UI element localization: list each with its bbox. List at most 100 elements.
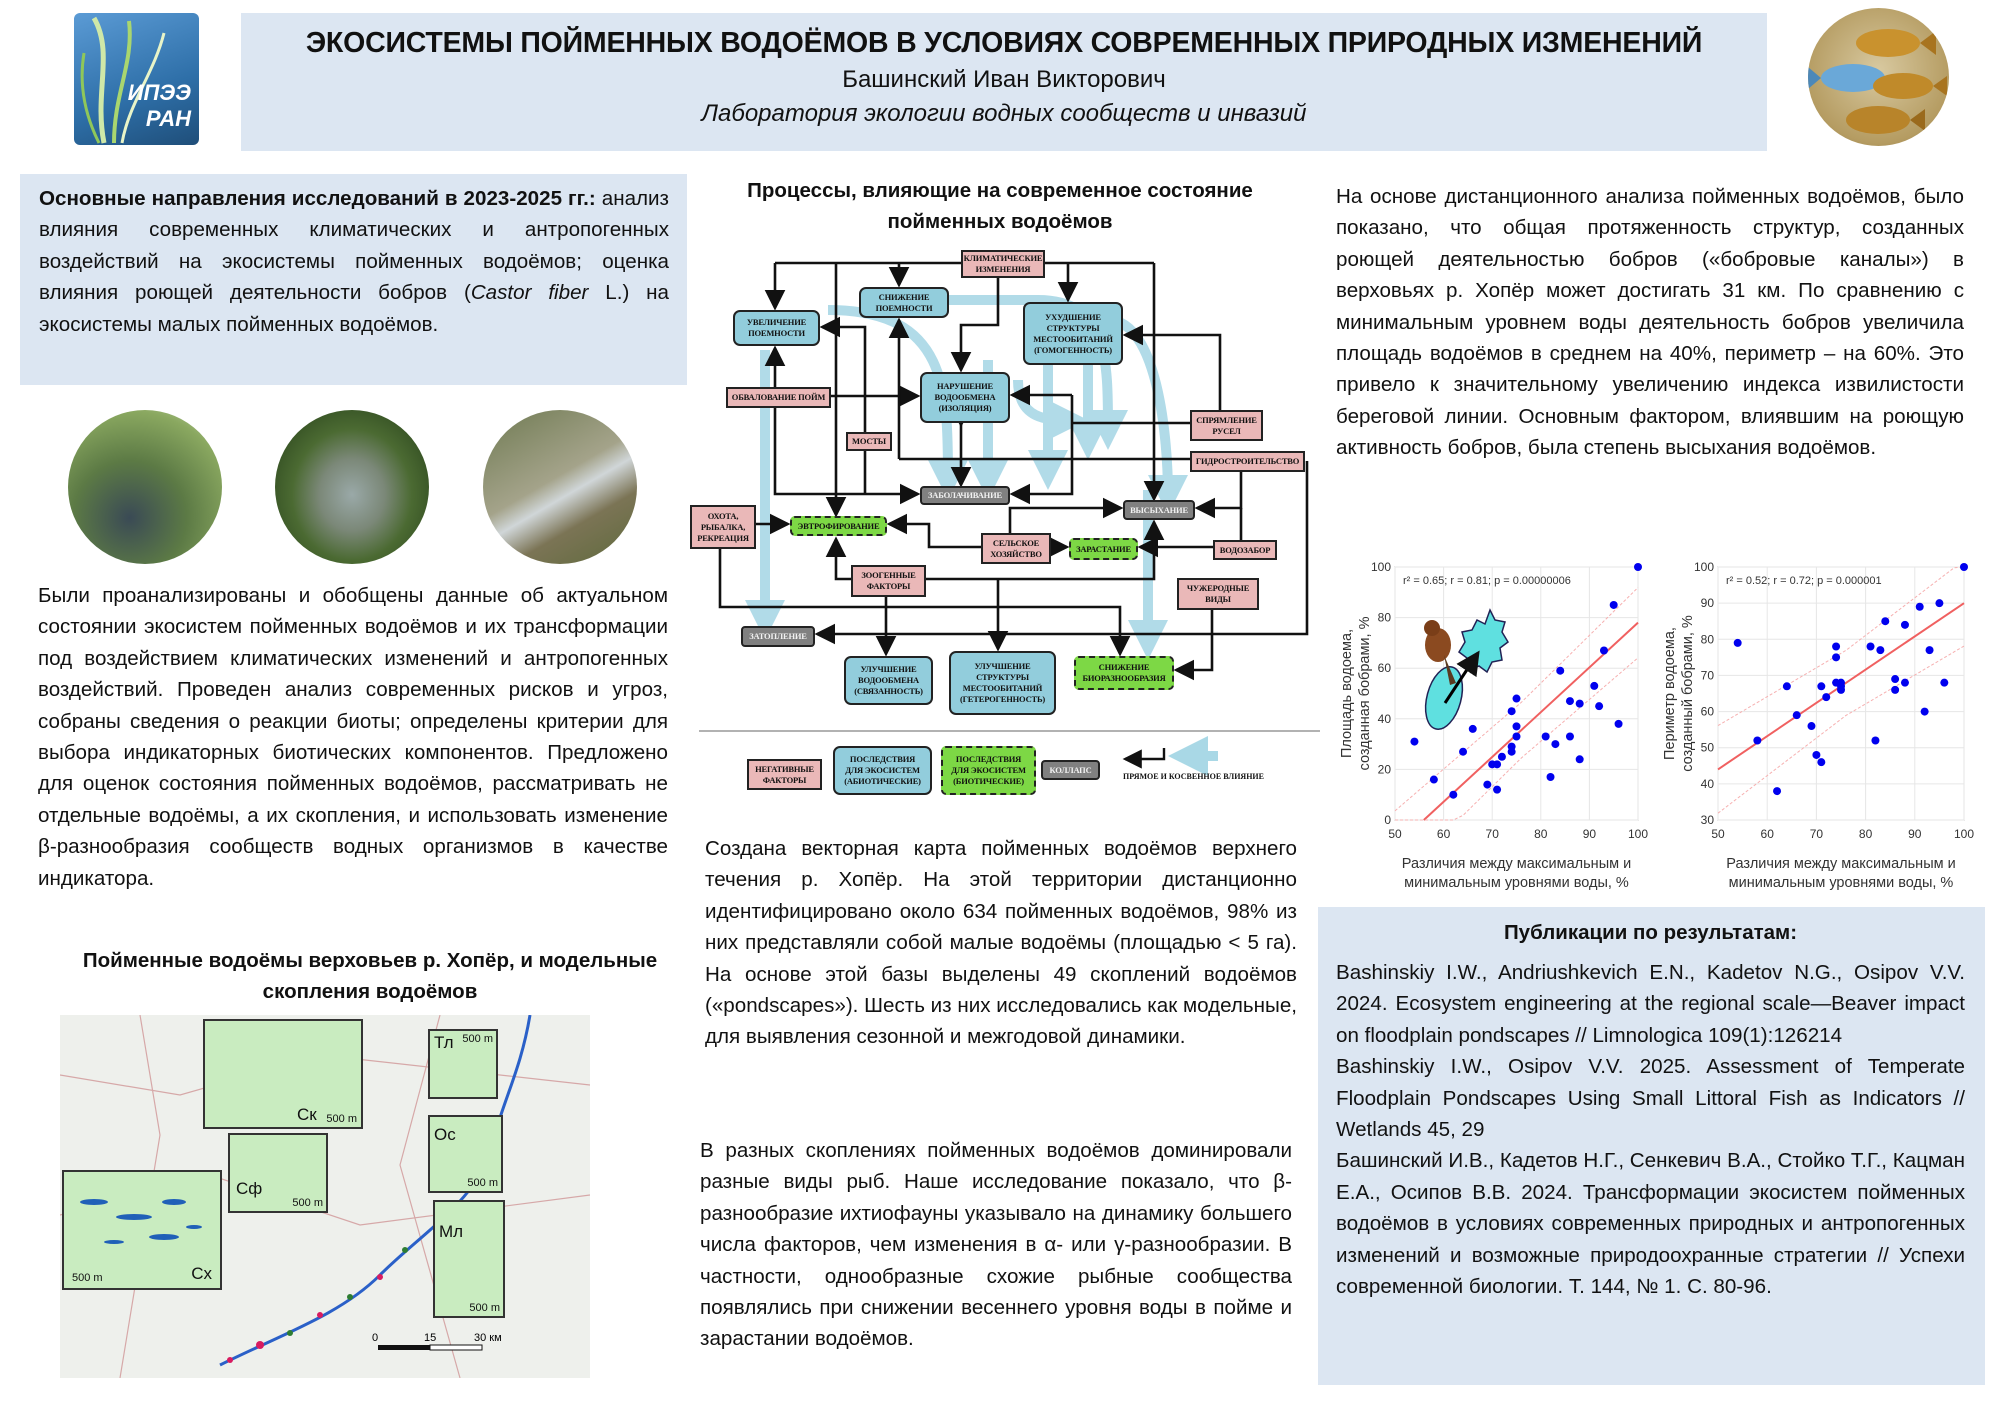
data-point — [1817, 682, 1826, 691]
data-point — [1822, 693, 1831, 702]
data-point — [1634, 563, 1642, 571]
node-bridges: МОСТЫ — [846, 432, 892, 451]
data-point — [1609, 600, 1618, 609]
data-point — [1891, 675, 1900, 684]
diagram-connectors — [699, 261, 1320, 776]
data-point — [1773, 787, 1782, 796]
author-name: Башинский Иван Викторович — [842, 66, 1166, 93]
y-tick-label: 70 — [1701, 668, 1715, 682]
data-point — [1590, 681, 1599, 690]
x-tick-label: 90 — [1583, 827, 1597, 841]
node-hunting-fishing-recreation: ОХОТА, РЫБАЛКА, РЕКРЕАЦИЯ — [690, 505, 756, 549]
node-eutrophication: ЭВТРОФИРОВАНИЕ — [790, 516, 887, 536]
logo-text: РАН — [145, 106, 191, 131]
legend-influence-label: ПРЯМОЕ И КОСВЕННОЕ ВЛИЯНИЕ — [1123, 772, 1264, 781]
publication-item: Bashinskiy I.W., Andriushkevich E.N., Ka… — [1336, 961, 1965, 1047]
node-zoogenic-factors: ЗООГЕННЫЕ ФАКТОРЫ — [851, 565, 926, 597]
x-axis-label: минимальным уровнями воды, % — [1404, 875, 1629, 890]
data-point — [1551, 740, 1560, 749]
node-floodplain-embankment: ОБВАЛОВАНИЕ ПОЙМ — [726, 387, 831, 408]
fish-icon — [1808, 29, 1947, 134]
y-tick-label: 60 — [1378, 661, 1392, 675]
data-point — [1891, 685, 1900, 694]
y-tick-label: 20 — [1378, 762, 1392, 776]
legend-negative-factors: НЕГАТИВНЫЕ ФАКТОРЫ — [747, 759, 822, 790]
node-channel-straightening: СПРЯМЛЕНИЕ РУСЕЛ — [1190, 410, 1263, 441]
x-tick-label: 100 — [1628, 827, 1648, 841]
directions-text: L.) на экосистемы малых пойменных водоём… — [39, 281, 669, 336]
y-axis-label: Периметр водоема, — [1662, 627, 1678, 760]
y-tick-label: 80 — [1378, 611, 1392, 625]
legend-collapse: КОЛЛАПС — [1041, 760, 1100, 780]
data-point — [1832, 653, 1841, 662]
data-point — [1575, 699, 1584, 708]
data-point — [1733, 638, 1742, 647]
x-tick-label: 100 — [1954, 827, 1974, 841]
node-water-exchange-improvement: УЛУЧШЕНИЕ ВОДООБМЕНА (СВЯЗАННОСТЬ) — [844, 656, 933, 705]
data-point — [1410, 737, 1419, 746]
poster-header: ЭКОСИСТЕМЫ ПОЙМЕННЫХ ВОДОЁМОВ В УСЛОВИЯХ… — [241, 13, 1767, 151]
x-tick-label: 60 — [1761, 827, 1775, 841]
process-diagram: КЛИМАТИЧЕСКИЕ ИЗМЕНЕНИЯ СНИЖЕНИЕ ПОЕМНОС… — [688, 240, 1328, 810]
data-point — [1782, 682, 1791, 691]
field-photo-pond — [275, 410, 429, 564]
data-point — [1468, 724, 1477, 733]
y-tick-label: 100 — [1694, 560, 1714, 574]
data-point — [1507, 742, 1516, 751]
legend-abiotic-consequences: ПОСЛЕДСТВИЯ ДЛЯ ЭКОСИСТЕМ (АБИОТИЧЕСКИЕ) — [833, 746, 932, 795]
vector-map-paragraph: Создана векторная карта пойменных водоём… — [705, 837, 1297, 1049]
node-agriculture: СЕЛЬСКОЕ ХОЗЯЙСТВО — [981, 533, 1051, 564]
field-photo-researcher — [68, 410, 222, 564]
data-point — [1497, 752, 1506, 761]
fish-logo — [1808, 8, 1949, 146]
node-biodiversity-decrease: СНИЖЕНИЕ БИОРАЗНООБРАЗИЯ — [1074, 656, 1174, 690]
data-point — [1900, 678, 1909, 687]
data-point — [1595, 702, 1604, 711]
x-tick-label: 90 — [1908, 827, 1922, 841]
svg-text:15: 15 — [424, 1332, 436, 1344]
data-point — [1920, 707, 1929, 716]
data-point — [1546, 772, 1555, 781]
confidence-band — [1717, 645, 1965, 814]
field-photo-channel — [483, 410, 637, 564]
data-point — [1507, 707, 1516, 716]
node-climate-change: КЛИМАТИЧЕСКИЕ ИЗМЕНЕНИЯ — [961, 250, 1045, 278]
data-point — [1459, 747, 1468, 756]
data-point — [1915, 602, 1924, 611]
data-point — [1614, 719, 1623, 728]
node-overgrowth: ЗАРАСТАНИЕ — [1069, 538, 1138, 560]
data-point — [1449, 790, 1458, 799]
x-tick-label: 50 — [1388, 827, 1402, 841]
stats-annotation: r² = 0.65; r = 0.81; p = 0.00000006 — [1403, 575, 1571, 587]
data-point — [1512, 732, 1521, 741]
data-point — [1512, 722, 1521, 731]
map-title: Пойменные водоёмы верховьев р. Хопёр, и … — [82, 949, 658, 1003]
data-point — [1940, 678, 1949, 687]
data-point — [1512, 694, 1521, 703]
data-point — [1493, 785, 1502, 794]
reed-logo-icon — [80, 16, 166, 144]
data-point — [1565, 697, 1574, 706]
svg-text:0: 0 — [372, 1332, 378, 1344]
x-axis-label: минимальным уровнями воды, % — [1729, 875, 1954, 890]
data-point — [1541, 732, 1550, 741]
y-tick-label: 60 — [1701, 705, 1715, 719]
node-habitat-homogeneity: УХУДШЕНИЕ СТРУКТУРЫ МЕСТООБИТАНИЙ (ГОМОГ… — [1023, 302, 1123, 365]
node-alien-species: ЧУЖЕРОДНЫЕ ВИДЫ — [1177, 578, 1259, 610]
data-point — [1493, 760, 1502, 769]
species-name: Castor fiber — [470, 281, 589, 305]
node-flood-increase: УВЕЛИЧЕНИЕ ПОЕМНОСТИ — [733, 310, 820, 346]
data-point — [1812, 750, 1821, 759]
x-tick-label: 80 — [1859, 827, 1873, 841]
data-point — [1817, 758, 1826, 767]
diagram-title: Процессы, влияющие на современное состоя… — [747, 179, 1253, 233]
data-point — [1876, 646, 1885, 655]
x-tick-label: 50 — [1711, 827, 1725, 841]
research-directions-box: Основные направления исследований в 2023… — [20, 174, 687, 385]
publication-item: Bashinskiy I.W., Osipov V.V. 2025. Asses… — [1336, 1055, 1965, 1142]
